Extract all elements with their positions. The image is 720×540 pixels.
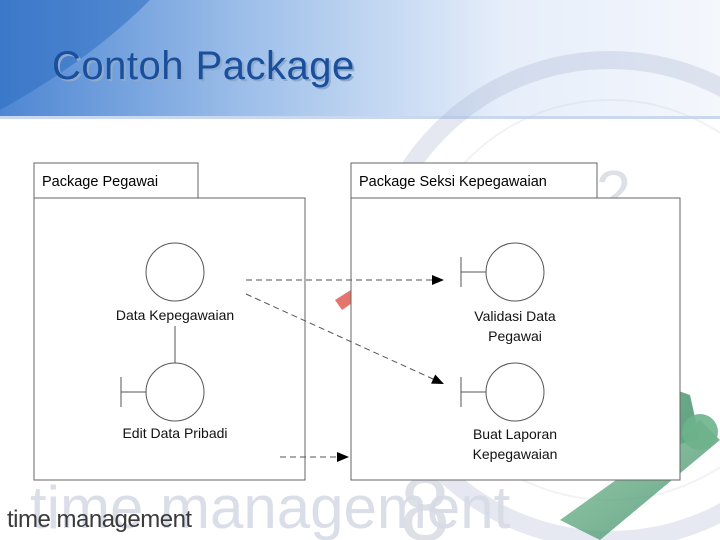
element-label-line-2: Kepegawaian (473, 446, 558, 462)
validasi-data-pegawai-element: Validasi Data Pegawai (460, 242, 556, 344)
header-swoosh (0, 0, 150, 110)
slide-title: Contoh Package (52, 44, 355, 88)
edit-data-pribadi-element: Edit Data Pribadi (120, 362, 228, 441)
package-name: Package Pegawai (42, 174, 158, 190)
boundary-circle (485, 242, 545, 302)
watermark-text: time management (30, 474, 511, 540)
boundary-circle (145, 362, 205, 422)
element-label: Data Kepegawaian (116, 307, 234, 323)
element-label-line-2: Pegawai (488, 328, 542, 344)
buat-laporan-kepegawaian-element: Buat Laporan Kepegawaian (460, 362, 558, 462)
element-label: Edit Data Pribadi (122, 425, 227, 441)
footer-text: time management (7, 506, 192, 533)
element-label-line-1: Buat Laporan (473, 426, 557, 442)
dependency-arrow (245, 293, 445, 385)
package-name: Package Seksi Kepegawaian (359, 174, 547, 190)
entity-circle (145, 242, 205, 302)
data-kepegawaian-element: Data Kepegawaian (116, 242, 234, 323)
boundary-circle (485, 362, 545, 422)
package-tab (350, 162, 598, 199)
element-label-line-1: Validasi Data (474, 308, 556, 324)
header-rule (0, 116, 720, 119)
